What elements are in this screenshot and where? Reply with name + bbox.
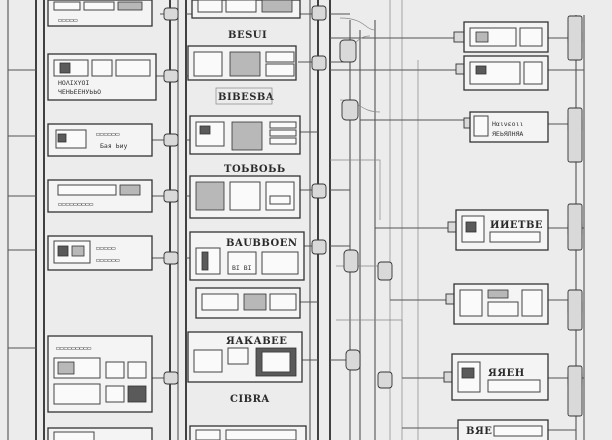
header-5-label: ЯАКАВЕЕ [226,336,287,347]
left-module-2: ΗΟΛΙΧΥΟΙ ЧЕНЬЕЕНУЬЬО [47,53,157,101]
connectors [163,5,583,417]
svg-text:▭▭▭▭▭: ▭▭▭▭▭ [96,244,116,252]
svg-text:▭▭▭▭▭▭▭▭▭: ▭▭▭▭▭▭▭▭▭ [58,200,93,208]
center-module-5: BAUBBOEN ΒΙ ΒΙ [189,231,305,281]
center-module-3 [189,115,301,155]
right-module-3-sublabel: ЯЕЬЯЛНЯА [492,130,523,138]
right-module-7-label: ВЯЕ [466,426,492,437]
right-module-4-label: ИИЕТВЕ [490,220,543,231]
right-module-6-label: ЯЯЕН [488,368,525,379]
center-module-4 [189,175,301,219]
left-module-7 [47,427,153,440]
header-4-label: BAUBBOEN [226,238,298,249]
right-module-2 [463,55,549,91]
footer-label: CIBRA [230,394,270,405]
header-top-label: BESUI [228,30,267,41]
left-module-3: ▭▭▭▭▭▭ Бая Ьиу [47,123,153,157]
left-module-6: ▭▭▭▭▭▭▭▭▭ [47,335,153,413]
header-2-frame [215,87,273,105]
svg-text:▭▭▭▭▭: ▭▭▭▭▭ [58,16,78,24]
center-module-1 [191,0,301,19]
center-module-7: ЯАКАВЕЕ [187,331,303,383]
header-3-label: ТОЬВОЬЬ [224,164,286,175]
center-module-8 [189,425,307,440]
right-module-3-label: Ηαινεοιι [492,120,523,128]
svg-text:▭▭▭▭▭▭: ▭▭▭▭▭▭ [96,256,120,264]
center-module-6 [195,287,301,319]
left-module-1: ▭▭▭▭▭ [47,0,153,27]
left-module-3-label: Бая Ьиу [100,142,127,150]
right-module-1 [463,21,549,53]
svg-text:▭▭▭▭▭▭▭▭▭: ▭▭▭▭▭▭▭▭▭ [56,344,91,352]
right-module-6: ЯЯЕН [451,353,549,401]
left-module-2-label: ΗΟΛΙΧΥΟΙ [58,79,89,87]
right-module-7: ВЯЕ [457,419,549,440]
left-module-5: ▭▭▭▭▭ ▭▭▭▭▭▭ [47,235,153,271]
right-module-5 [453,283,549,325]
left-module-2-sublabel: ЧЕНЬЕЕНУЬЬО [58,88,101,96]
svg-text:▭▭▭▭▭▭: ▭▭▭▭▭▭ [96,130,120,138]
svg-text:ΒΙ ΒΙ: ΒΙ ΒΙ [232,264,252,272]
center-module-2 [187,45,297,81]
right-module-3: Ηαινεοιι ЯЕЬЯЛНЯА [469,111,549,143]
right-module-4: ИИЕТВЕ [455,209,549,251]
header-2-label: BIBESBA [218,92,274,103]
left-module-4: ▭▭▭▭▭▭▭▭▭ [47,179,153,213]
